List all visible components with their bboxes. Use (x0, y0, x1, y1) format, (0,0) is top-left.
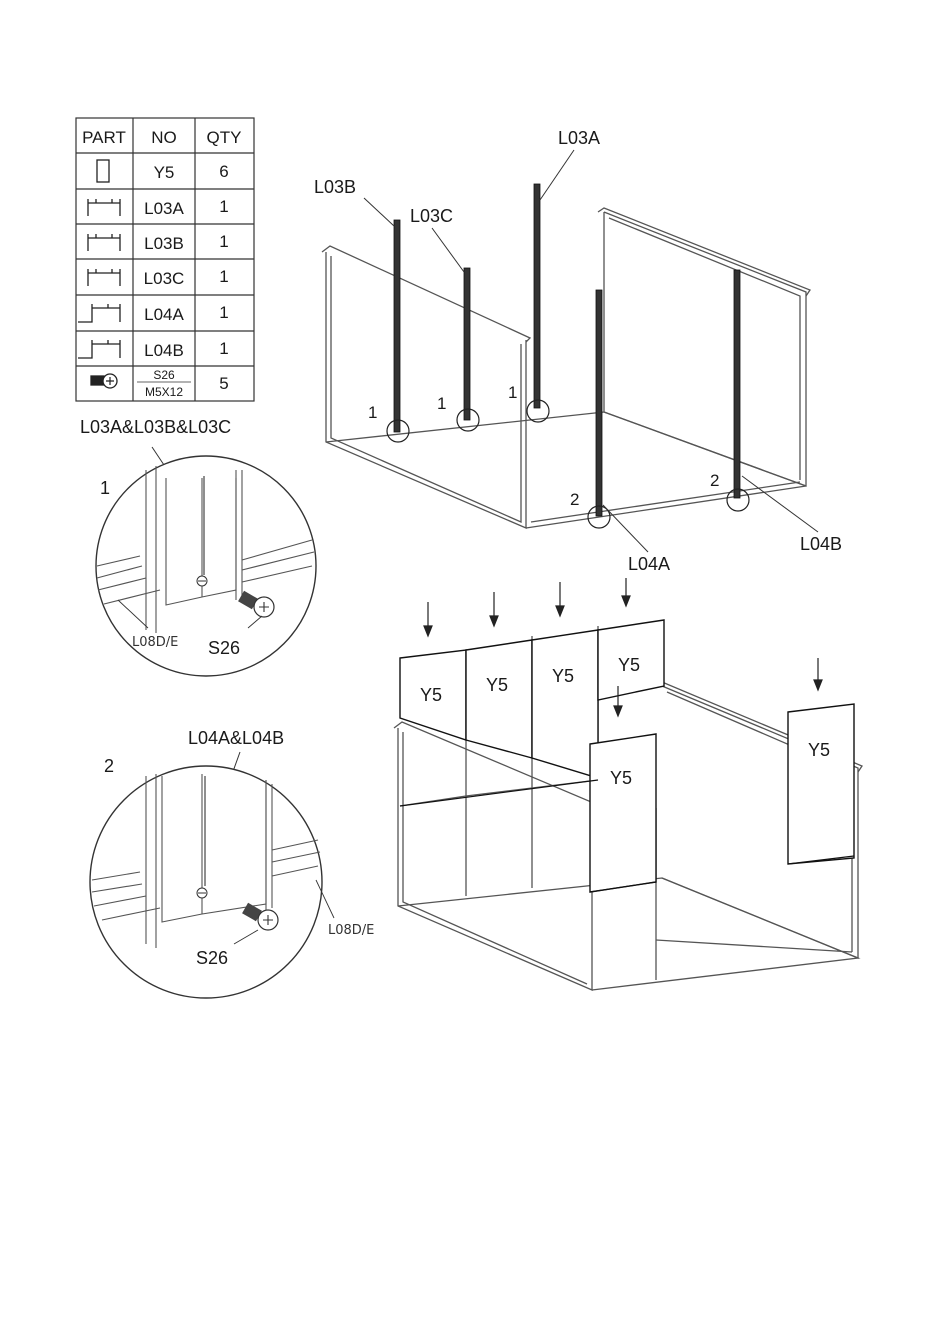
detail-1-magnifier (96, 456, 316, 676)
callout-number: 1 (437, 394, 446, 413)
table-row-no: L04A (144, 305, 184, 324)
detail-1-number: 1 (100, 478, 110, 498)
callout-number: 1 (368, 403, 377, 422)
y5-label: Y5 (552, 666, 574, 686)
arrow-down-icon (424, 602, 432, 636)
table-row-qty: 6 (219, 162, 228, 181)
y5-label: Y5 (486, 675, 508, 695)
y5-panel (532, 630, 598, 778)
post-label-l03b: L03B (314, 177, 356, 197)
detail-1-title: L03A&L03B&L03C (80, 417, 231, 437)
table-row-no: L03A (144, 199, 184, 218)
table-header-no: NO (151, 128, 177, 147)
post-l03a (534, 184, 540, 408)
arrow-down-icon (556, 582, 564, 616)
post-l03c (464, 268, 470, 420)
table-row-no: L03B (144, 234, 184, 253)
table-row-qty: 1 (219, 303, 228, 322)
y5-label: Y5 (618, 655, 640, 675)
post-label-l03a: L03A (558, 128, 600, 148)
table-row-no-sub: M5X12 (145, 385, 183, 399)
table-header-qty: QTY (207, 128, 242, 147)
bracket-icon (88, 199, 120, 216)
screw-icon (91, 374, 117, 388)
post-l04a (596, 290, 602, 516)
posts (394, 184, 740, 516)
table-header-part: PART (82, 128, 126, 147)
detail-2-number: 2 (104, 756, 114, 776)
table-row-qty: 1 (219, 267, 228, 286)
y5-panel (788, 704, 854, 864)
callout-number: 2 (570, 490, 579, 509)
panel-icon (97, 160, 109, 182)
post-label-l04a: L04A (628, 554, 670, 574)
arrow-down-icon (814, 658, 822, 690)
bracket-icon (88, 269, 120, 286)
table-row-qty: 1 (219, 232, 228, 251)
post-l03b (394, 220, 400, 432)
callout-number: 2 (710, 471, 719, 490)
table-row-no: L03C (144, 269, 185, 288)
table-row-qty: 1 (219, 197, 228, 216)
post-label-l04b: L04B (800, 534, 842, 554)
detail-1-rail-label: L08D/E (132, 635, 178, 650)
arrow-down-icon (490, 592, 498, 626)
post-label-l03c: L03C (410, 206, 453, 226)
table-row-qty: 5 (219, 374, 228, 393)
detail-2-title: L04A&L04B (188, 728, 284, 748)
detail-1-screw-label: S26 (208, 638, 240, 658)
y5-panel (590, 734, 656, 892)
detail-2-rail-label: L08D/E (328, 923, 374, 938)
y5-label: Y5 (420, 685, 442, 705)
corner-bracket-icon (78, 340, 120, 358)
table-row-no: S26 (153, 368, 175, 382)
y5-panel (466, 640, 532, 758)
y5-label: Y5 (808, 740, 830, 760)
bracket-icon (88, 234, 120, 251)
table-row-no: Y5 (154, 163, 175, 182)
post-l04b (734, 270, 740, 498)
arrow-down-icon (622, 578, 630, 606)
table-row-qty: 1 (219, 339, 228, 358)
callout-number: 1 (508, 383, 517, 402)
table-row-no: L04B (144, 341, 184, 360)
y5-label: Y5 (610, 768, 632, 788)
corner-bracket-icon (78, 304, 120, 322)
detail-2-screw-label: S26 (196, 948, 228, 968)
